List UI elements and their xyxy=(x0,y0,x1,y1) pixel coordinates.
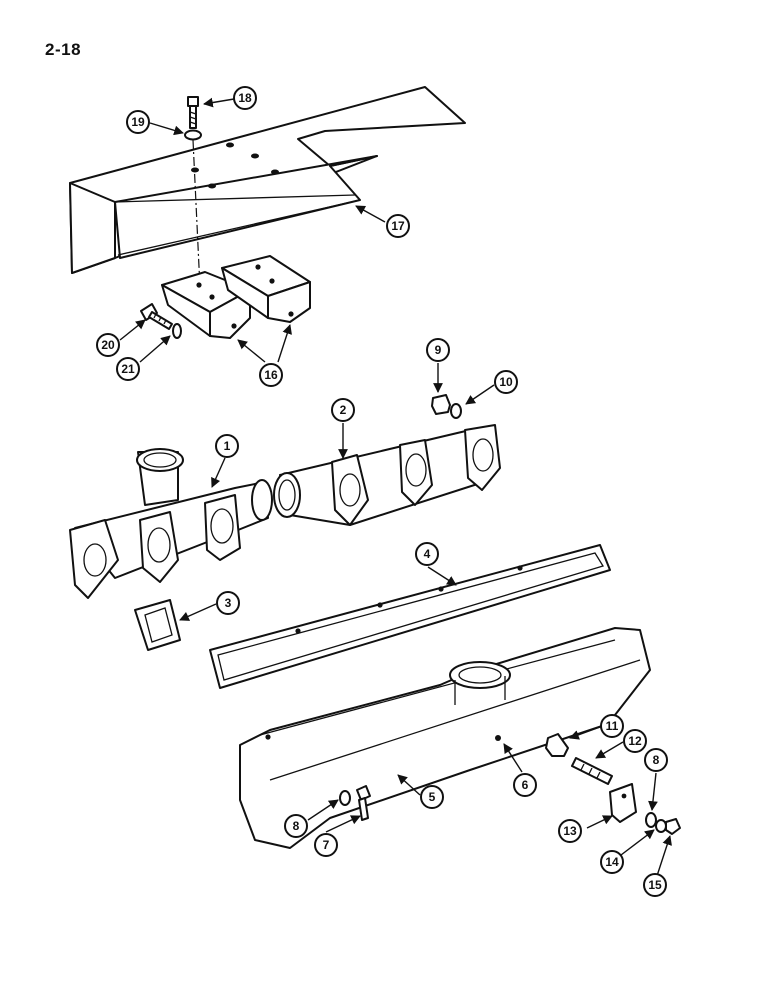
callout-9: 9 xyxy=(426,338,450,362)
manifold-washer xyxy=(450,403,462,419)
callout-16: 16 xyxy=(259,363,283,387)
spacer xyxy=(545,733,569,757)
bracket-washer xyxy=(172,323,182,339)
callout-8-right: 8 xyxy=(644,748,668,772)
intake-bolt xyxy=(356,785,371,821)
svg-text:21: 21 xyxy=(121,362,135,376)
callout-18: 18 xyxy=(233,86,257,110)
callout-10: 10 xyxy=(494,370,518,394)
leader-lines xyxy=(119,97,672,883)
callout-2: 2 xyxy=(331,398,355,422)
svg-text:6: 6 xyxy=(522,778,529,792)
callout-14: 14 xyxy=(600,850,624,874)
svg-text:17: 17 xyxy=(391,219,405,233)
shield-bolt xyxy=(187,96,199,129)
stud-nut xyxy=(665,818,681,835)
svg-text:1: 1 xyxy=(224,439,231,453)
callout-19: 19 xyxy=(126,110,150,134)
shield-bracket-right xyxy=(221,255,311,323)
callout-8-left: 8 xyxy=(284,814,308,838)
callout-4: 4 xyxy=(415,542,439,566)
manifold-gasket xyxy=(209,544,611,689)
callout-13: 13 xyxy=(558,819,582,843)
callout-3: 3 xyxy=(216,591,240,615)
svg-text:8: 8 xyxy=(293,819,300,833)
svg-text:3: 3 xyxy=(225,596,232,610)
page-number: 2-18 xyxy=(45,40,82,59)
svg-text:20: 20 xyxy=(101,338,115,352)
callout-7: 7 xyxy=(314,833,338,857)
callout-5: 5 xyxy=(420,785,444,809)
callout-6: 6 xyxy=(513,773,537,797)
svg-text:7: 7 xyxy=(323,838,330,852)
lock-washer xyxy=(655,819,667,833)
manifold-nut xyxy=(431,394,451,415)
svg-text:8: 8 xyxy=(653,753,660,767)
svg-text:10: 10 xyxy=(499,375,513,389)
svg-text:15: 15 xyxy=(648,878,662,892)
svg-text:12: 12 xyxy=(628,734,642,748)
exhaust-manifold-rear xyxy=(273,424,501,526)
callout-17: 17 xyxy=(386,214,410,238)
svg-text:5: 5 xyxy=(429,790,436,804)
svg-text:19: 19 xyxy=(131,115,145,129)
bolt-centerline xyxy=(192,139,201,289)
svg-text:14: 14 xyxy=(605,855,619,869)
svg-text:2: 2 xyxy=(340,403,347,417)
svg-text:18: 18 xyxy=(238,91,252,105)
heat-shield xyxy=(69,86,466,274)
support-bracket xyxy=(609,783,637,823)
svg-text:16: 16 xyxy=(264,368,278,382)
stud-washer xyxy=(645,812,657,828)
intake-washer xyxy=(339,790,351,806)
shield-washer xyxy=(184,129,202,141)
exhaust-manifold-front xyxy=(69,448,273,599)
callout-12: 12 xyxy=(623,729,647,753)
bracket-bolt xyxy=(140,303,173,330)
stud xyxy=(571,757,613,785)
callout-11: 11 xyxy=(600,714,624,738)
svg-text:13: 13 xyxy=(563,824,577,838)
callout-20: 20 xyxy=(96,333,120,357)
svg-text:9: 9 xyxy=(435,343,442,357)
port-gasket xyxy=(134,599,181,651)
svg-text:4: 4 xyxy=(424,547,431,561)
callout-21: 21 xyxy=(116,357,140,381)
svg-text:11: 11 xyxy=(606,719,619,733)
callout-15: 15 xyxy=(643,873,667,897)
callout-1: 1 xyxy=(215,434,239,458)
